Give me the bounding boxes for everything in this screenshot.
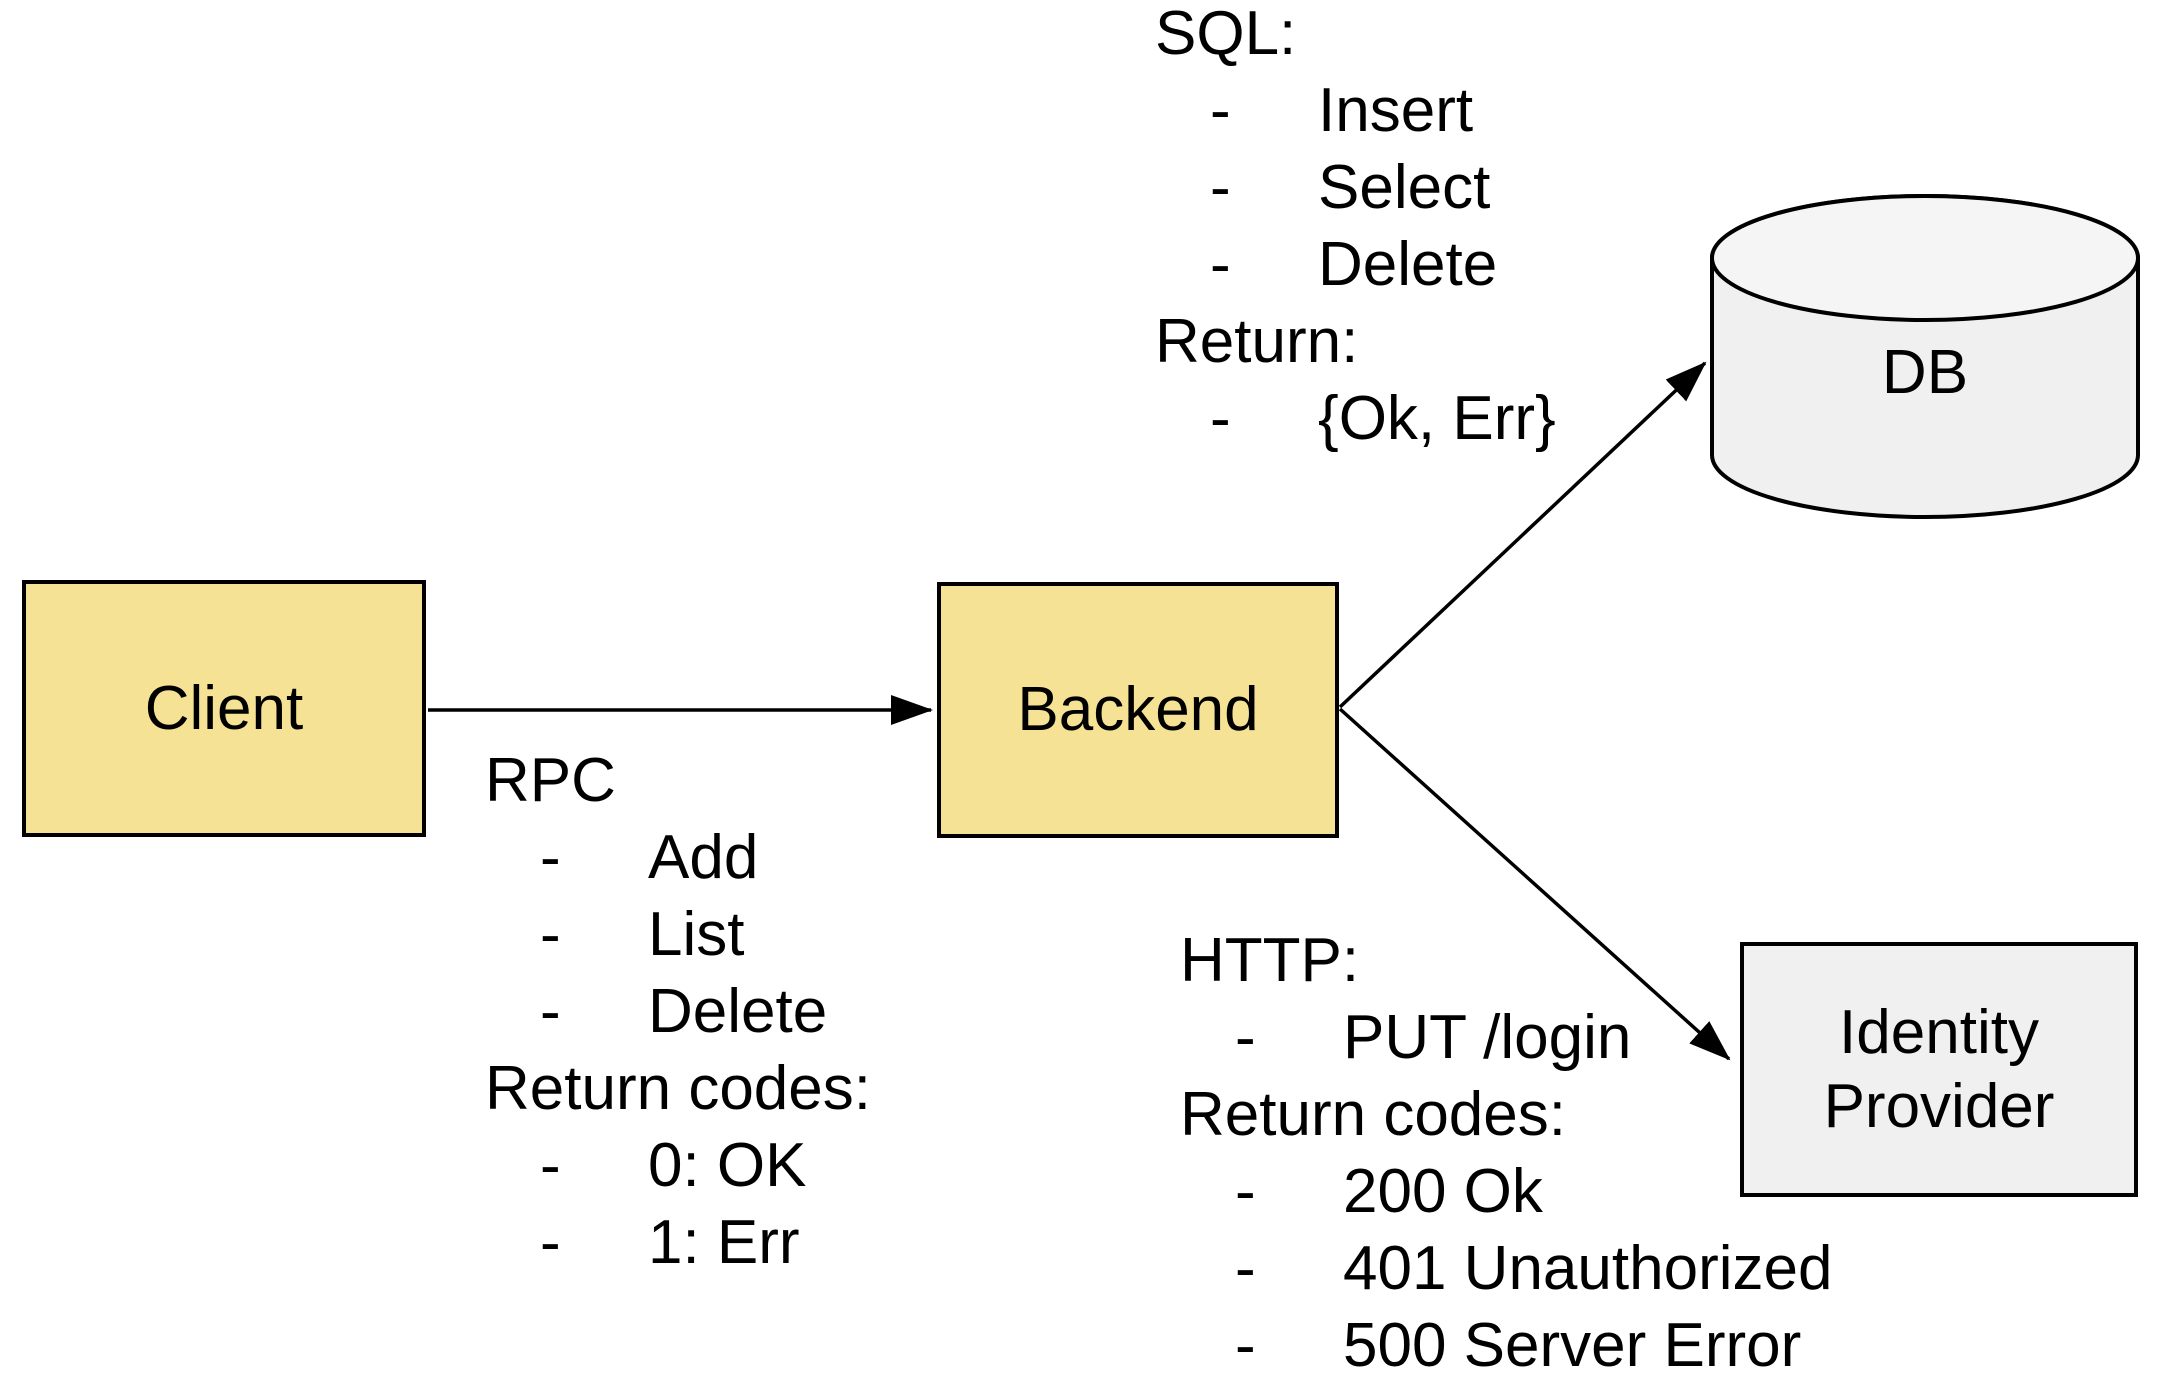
rpc-code-label: 1: Err: [648, 1208, 800, 1277]
bullet-dash: -: [1235, 1311, 1256, 1380]
bullet-dash: -: [540, 1131, 561, 1200]
client-label: Client: [144, 673, 304, 743]
http-subtitle: Return codes:: [1180, 1080, 1566, 1149]
rpc-subtitle: Return codes:: [485, 1054, 871, 1123]
rpc-item-label: Add: [648, 823, 759, 892]
backend-idp-arrow: [1338, 707, 1731, 1061]
sql-title: SQL:: [1155, 0, 1297, 68]
sql-annotation: SQL: - Insert - Select - Delete Return: - {O…: [1155, 0, 1556, 457]
rpc-annotation: RPC - Add - List - Delete Return codes: - 0:…: [485, 742, 871, 1281]
bullet-dash: -: [540, 1208, 561, 1277]
bullet-dash: -: [1235, 1003, 1256, 1072]
bullet-dash: -: [1210, 384, 1231, 453]
sql-item-select: - Select: [1155, 149, 1556, 226]
http-item-label: PUT /login: [1343, 1003, 1632, 1072]
backend-label: Backend: [1017, 675, 1259, 744]
rpc-code-err: - 1: Err: [485, 1204, 871, 1281]
rpc-item-list: - List: [485, 896, 871, 973]
bullet-dash: -: [540, 977, 561, 1046]
rpc-code-ok: - 0: OK: [485, 1127, 871, 1204]
rpc-code-label: 0: OK: [648, 1131, 807, 1200]
rpc-title: RPC: [485, 746, 616, 815]
http-code-200: - 200 Ok: [1180, 1153, 1832, 1230]
db-cylinder-shape: [1710, 194, 2140, 519]
sql-item-delete: - Delete: [1155, 226, 1556, 303]
rpc-item-label: List: [648, 900, 745, 969]
http-annotation: HTTP: -PUT /login Return codes: -200 Ok …: [1180, 922, 1832, 1384]
identity-provider-label: Identity Provider: [1823, 997, 2055, 1141]
identity-provider-node: Identity Provider: [1740, 942, 2138, 1197]
http-title: HTTP:: [1180, 926, 1360, 995]
http-item-put-login: - PUT /login: [1180, 999, 1832, 1076]
http-code-label: 401 Unauthorized: [1343, 1234, 1833, 1303]
sql-return-label: {Ok, Err}: [1318, 384, 1556, 453]
sql-item-label: Insert: [1318, 76, 1474, 145]
sql-item-label: Select: [1318, 153, 1491, 222]
client-node: Client: [22, 580, 426, 837]
bullet-dash: -: [1210, 153, 1231, 222]
bullet-dash: -: [540, 823, 561, 892]
http-code-401: - 401 Unauthorized: [1180, 1230, 1832, 1307]
sql-subtitle: Return:: [1155, 307, 1359, 376]
db-label-box: DB: [1712, 258, 2138, 488]
db-label: DB: [1881, 338, 1969, 407]
http-code-label: 500 Server Error: [1343, 1311, 1802, 1380]
http-code-500: - 500 Server Error: [1180, 1307, 1832, 1384]
sql-item-label: Delete: [1318, 230, 1498, 299]
rpc-item-label: Delete: [648, 977, 828, 1046]
rpc-item-delete: - Delete: [485, 973, 871, 1050]
bullet-dash: -: [540, 900, 561, 969]
sql-return-value: - {Ok, Err}: [1155, 380, 1556, 457]
http-code-label: 200 Ok: [1343, 1157, 1543, 1226]
backend-db-arrow: [1338, 361, 1707, 709]
sql-item-insert: - Insert: [1155, 72, 1556, 149]
bullet-dash: -: [1235, 1234, 1256, 1303]
bullet-dash: -: [1210, 76, 1231, 145]
rpc-item-add: - Add: [485, 819, 871, 896]
db-cylinder-top: [1710, 194, 2140, 322]
backend-node: Backend: [937, 582, 1339, 838]
bullet-dash: -: [1235, 1157, 1256, 1226]
bullet-dash: -: [1210, 230, 1231, 299]
